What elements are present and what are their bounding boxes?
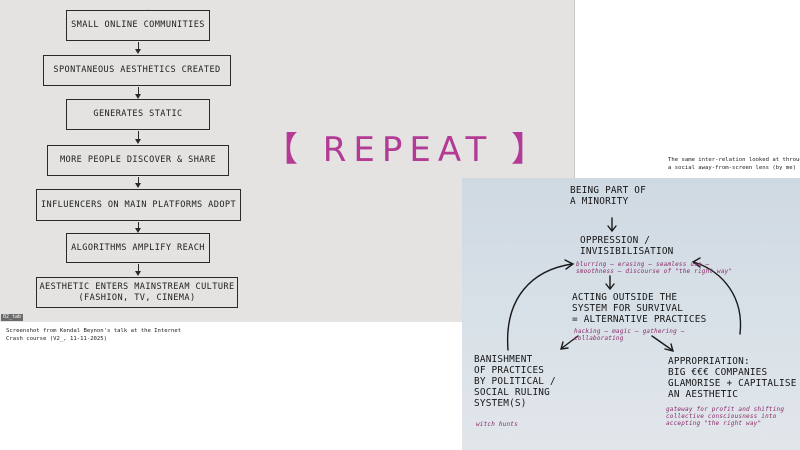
slide-caption: Screenshot from Kendal Beynon's talk at … (6, 328, 182, 342)
photo-caption: The same inter-relation looked at throug… (668, 157, 800, 171)
flow-arrow-5 (135, 222, 141, 233)
flow-step-3: GENERATES STATIC (66, 99, 210, 130)
handwritten-diagram-photo: BEING PART OF A MINORITY OPPRESSION / IN… (462, 178, 800, 450)
flow-arrow-6 (135, 264, 141, 276)
hw-minority: BEING PART OF A MINORITY (570, 185, 646, 207)
hw-appropriation: APPROPRIATION: BIG €€€ COMPANIES GLAMORI… (668, 356, 797, 400)
hw-banishment: BANISHMENT OF PRACTICES BY POLITICAL / S… (474, 354, 556, 409)
hw-oppression: OPPRESSION / INVISIBILISATION (580, 235, 674, 257)
slide-screenshot: ` SMALL ONLINE COMMUNITIES SPONTANEOUS A… (0, 0, 575, 322)
arrow-left-curve (506, 263, 573, 351)
hw-appropriation-note: gateway for profit and shifting collecti… (666, 406, 785, 427)
flow-arrow-4 (135, 177, 141, 188)
arrow-mid-head (605, 283, 615, 291)
arrow-right-head (664, 343, 675, 352)
arrow-left-curve-head (564, 259, 575, 270)
flow-step-5: INFLUENCERS ON MAIN PLATFORMS ADOPT (36, 189, 241, 221)
hw-oppression-note: blurring – erasing – seamless use – smoo… (576, 261, 733, 275)
hw-acting: ACTING OUTSIDE THE SYSTEM FOR SURVIVAL =… (572, 292, 707, 325)
flow-step-6: ALGORITHMS AMPLIFY REACH (66, 233, 210, 263)
flow-arrow-2 (135, 87, 141, 99)
diagram-arrows (506, 217, 742, 352)
flow-step-4: MORE PEOPLE DISCOVER & SHARE (47, 145, 229, 176)
flow-arrow-3 (135, 131, 141, 144)
arrow-right-curve-head (691, 257, 701, 268)
arrow-left-head (560, 341, 569, 350)
hw-banishment-note: witch hunts (476, 421, 518, 428)
flow-step-1: SMALL ONLINE COMMUNITIES (66, 10, 210, 41)
arrow-right-curve (693, 261, 742, 335)
flow-step-7: AESTHETIC ENTERS MAINSTREAM CULTURE (FAS… (36, 277, 238, 308)
flow-step-2: SPONTANEOUS AESTHETICS CREATED (43, 55, 231, 86)
arrow-right-diag (651, 335, 673, 351)
arrow-top-head (607, 225, 617, 233)
arrow-left-diag (561, 335, 579, 349)
flow-arrow-1 (135, 42, 141, 54)
repeat-label: 【 REPEAT 】 (263, 129, 553, 170)
corner-tag: 02_tab (1, 314, 24, 321)
hw-acting-note: hacking – magic – gathering – collaborat… (574, 328, 685, 342)
